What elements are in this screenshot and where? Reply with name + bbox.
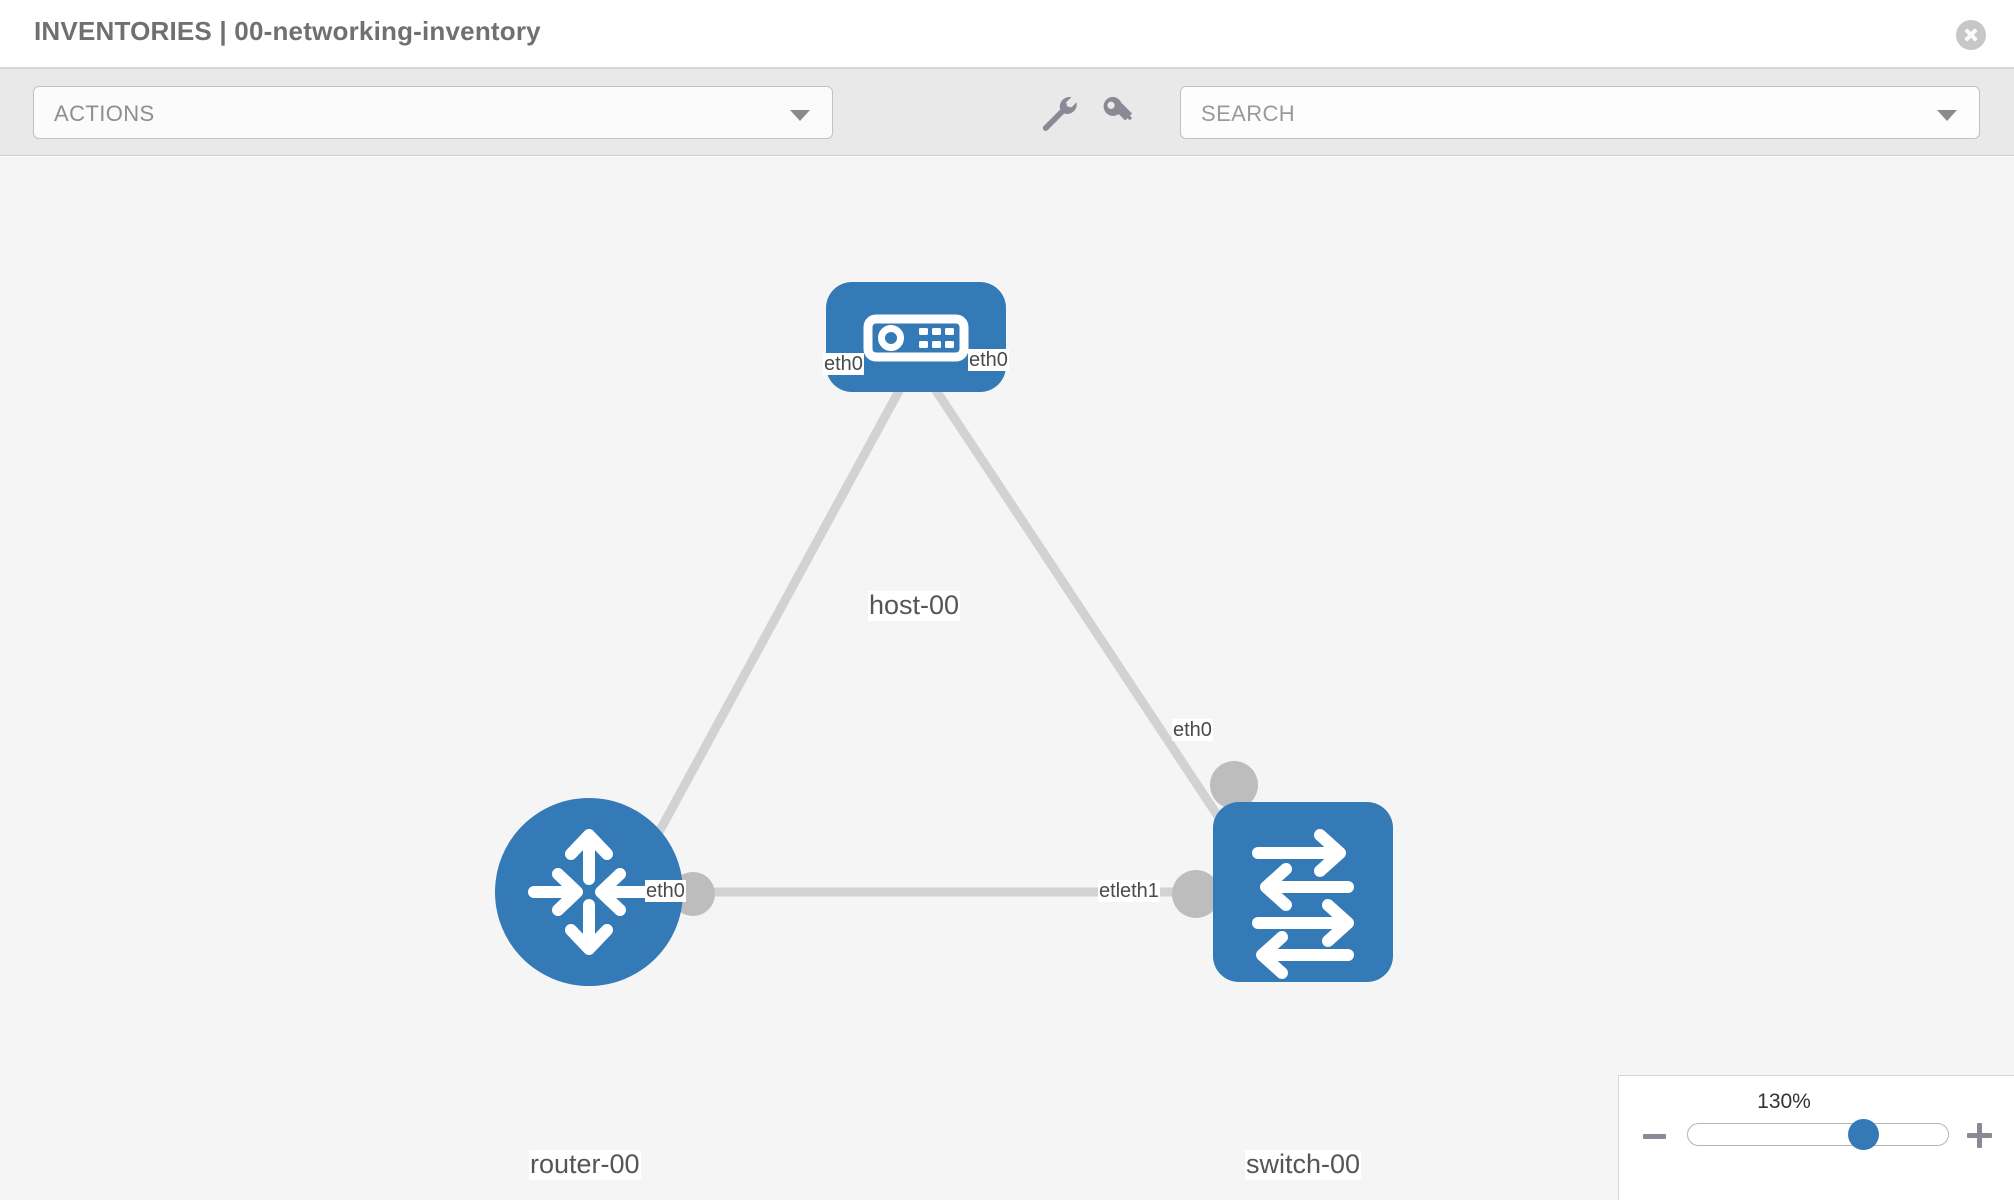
- link-host-router: [636, 386, 904, 870]
- port-label: eth0: [823, 353, 864, 375]
- actions-dropdown-label: ACTIONS: [54, 101, 155, 126]
- node-router-00: [495, 798, 683, 986]
- node-label-switch: switch-00: [1245, 1149, 1362, 1180]
- search-input[interactable]: SEARCH: [1180, 86, 1980, 139]
- node-label-router: router-00: [529, 1149, 641, 1180]
- key-icon[interactable]: [1098, 91, 1142, 135]
- port-label: eth0: [968, 349, 1009, 371]
- zoom-in-button[interactable]: [1967, 1123, 1992, 1148]
- node-label-host: host-00: [868, 590, 961, 621]
- chevron-down-icon[interactable]: [1937, 110, 1957, 121]
- topology-graph: [495, 282, 1393, 986]
- toolbar: ACTIONS SEARCH: [0, 69, 2014, 156]
- node-switch-00: [1213, 802, 1393, 982]
- node-host-00: [826, 282, 1006, 392]
- search-placeholder: SEARCH: [1201, 101, 1296, 126]
- zoom-out-button[interactable]: [1643, 1134, 1666, 1139]
- wrench-icon[interactable]: [1038, 91, 1082, 135]
- link-layer: [636, 386, 1250, 897]
- port-label: eth1: [1119, 880, 1160, 902]
- close-icon[interactable]: [1956, 20, 1986, 50]
- port-label: eth0: [1172, 719, 1213, 741]
- zoom-control-panel: 130%: [1618, 1075, 2014, 1200]
- chevron-down-icon: [790, 110, 810, 121]
- actions-dropdown[interactable]: ACTIONS: [33, 86, 833, 139]
- topology-canvas[interactable]: eth0 eth0 eth0 eth0 eth0 eth1 host-00 ro…: [0, 157, 2014, 1200]
- link-endpoint-layer: [592, 340, 1258, 918]
- zoom-slider-thumb[interactable]: [1848, 1119, 1879, 1150]
- page-header: INVENTORIES | 00-networking-inventory: [0, 0, 2014, 69]
- zoom-slider[interactable]: [1687, 1119, 1949, 1150]
- zoom-percent-label: 130%: [1757, 1090, 1811, 1113]
- endpoint-switch-top: [1210, 761, 1258, 809]
- port-label: eth0: [645, 880, 686, 902]
- link-host-switch: [931, 386, 1249, 860]
- endpoint-switch-left: [1172, 870, 1220, 918]
- page-title: INVENTORIES | 00-networking-inventory: [34, 16, 541, 46]
